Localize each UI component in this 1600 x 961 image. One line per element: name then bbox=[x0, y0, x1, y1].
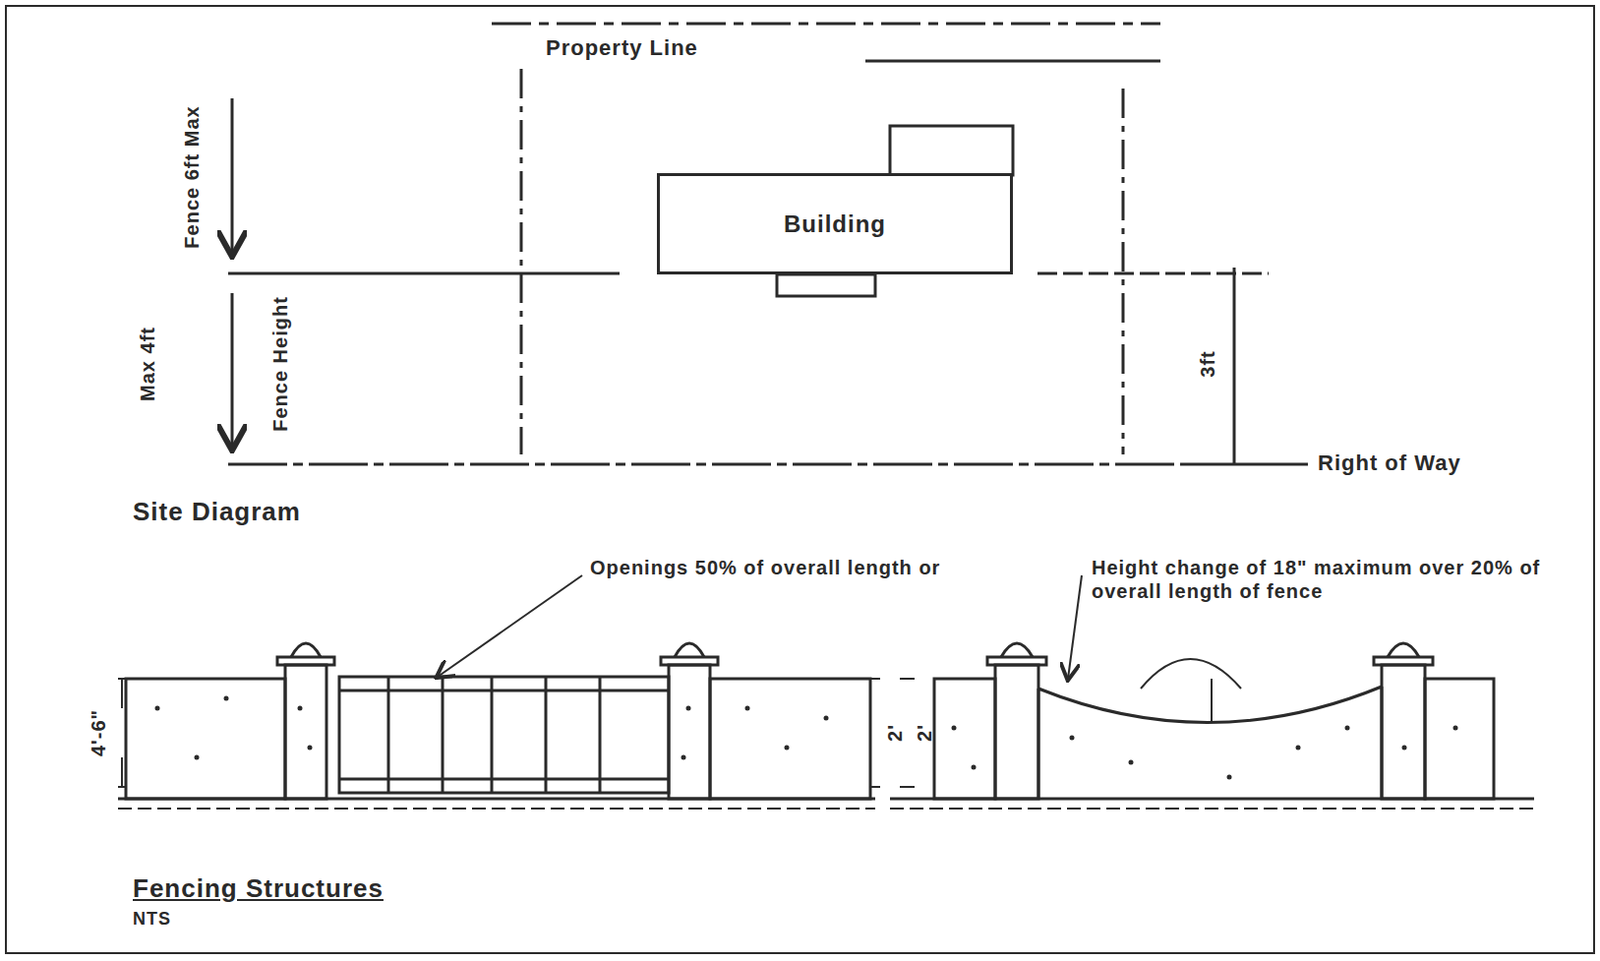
dot bbox=[824, 715, 830, 721]
solid-wall bbox=[710, 678, 871, 799]
dot bbox=[1296, 745, 1302, 751]
dot bbox=[686, 706, 692, 712]
dot bbox=[155, 706, 161, 712]
dot bbox=[194, 755, 200, 761]
street-line bbox=[228, 463, 1190, 467]
pillar-dome bbox=[1001, 643, 1033, 657]
solid-wall bbox=[1424, 678, 1494, 799]
dimension-line bbox=[870, 678, 881, 787]
dot bbox=[745, 706, 751, 712]
property-line bbox=[491, 22, 1161, 26]
dimension-line bbox=[118, 678, 126, 787]
dot bbox=[1069, 735, 1075, 741]
height-change-dimension bbox=[1210, 678, 1213, 722]
pillar-dome bbox=[674, 643, 705, 657]
dot bbox=[1453, 725, 1459, 731]
fence-bars bbox=[388, 676, 600, 793]
dot bbox=[307, 745, 313, 751]
street-line bbox=[1189, 463, 1308, 467]
rotated-note: Fence 6ft Max bbox=[179, 103, 204, 251]
callout-note: Height change of 18" maximum over 20% of… bbox=[1091, 555, 1584, 603]
pillar bbox=[1381, 664, 1425, 799]
right-of-way-label: Right of Way bbox=[1317, 450, 1462, 476]
dimension-label: 2' bbox=[912, 723, 937, 742]
dot bbox=[784, 745, 790, 751]
pillar-cap bbox=[277, 656, 335, 665]
ground-hatch bbox=[118, 807, 1535, 810]
dot bbox=[224, 696, 230, 702]
property-line bbox=[865, 59, 1161, 63]
pillar-dome bbox=[1387, 643, 1420, 657]
dot bbox=[297, 706, 303, 712]
pillar-cap bbox=[1373, 656, 1433, 665]
stucco-dots bbox=[155, 696, 1459, 780]
open-fence-panel bbox=[339, 676, 669, 793]
height-change-arc bbox=[1140, 658, 1242, 689]
building-wing bbox=[889, 125, 1013, 176]
scale-note: NTS bbox=[132, 908, 172, 931]
arrow-up bbox=[231, 98, 235, 254]
curved-wall bbox=[1038, 686, 1382, 799]
section-heading: Fencing Structures bbox=[132, 873, 384, 904]
section-heading: Site Diagram bbox=[132, 496, 301, 528]
dot bbox=[951, 725, 957, 731]
building-label: Building bbox=[783, 210, 887, 238]
callout-note: Openings 50% of overall length or bbox=[590, 555, 964, 580]
setback-dimension bbox=[1233, 267, 1237, 465]
pillar bbox=[285, 664, 327, 799]
solid-wall bbox=[934, 678, 996, 799]
dot bbox=[1345, 725, 1351, 731]
leader-line bbox=[1067, 575, 1082, 679]
drawing bbox=[5, 5, 1595, 953]
arrow-down bbox=[231, 293, 235, 448]
dot bbox=[681, 755, 687, 761]
leader-line bbox=[437, 575, 583, 677]
dimension-label: 3ft bbox=[1195, 350, 1220, 377]
frame bbox=[5, 5, 1595, 953]
dot bbox=[1128, 760, 1134, 766]
building-box: Building bbox=[656, 173, 1013, 275]
rotated-note: Fence Height bbox=[268, 296, 293, 432]
setback-line bbox=[520, 68, 524, 455]
pillar bbox=[995, 664, 1039, 799]
setback-line bbox=[1122, 88, 1126, 455]
property-line-label: Property Line bbox=[545, 35, 699, 61]
pillar bbox=[668, 664, 711, 799]
dot bbox=[1227, 774, 1233, 780]
dimension-label: 4'-6" bbox=[86, 709, 111, 757]
building-stoop bbox=[776, 274, 876, 297]
rotated-note: Max 4ft bbox=[135, 326, 160, 402]
dot bbox=[971, 765, 977, 771]
pillar-cap bbox=[987, 656, 1047, 665]
solid-wall bbox=[125, 678, 286, 799]
pillar-cap bbox=[660, 656, 718, 665]
pillar-dome bbox=[291, 643, 321, 657]
dimension-label: 2' bbox=[883, 723, 907, 742]
build-line bbox=[228, 272, 620, 276]
dot bbox=[1402, 745, 1408, 751]
